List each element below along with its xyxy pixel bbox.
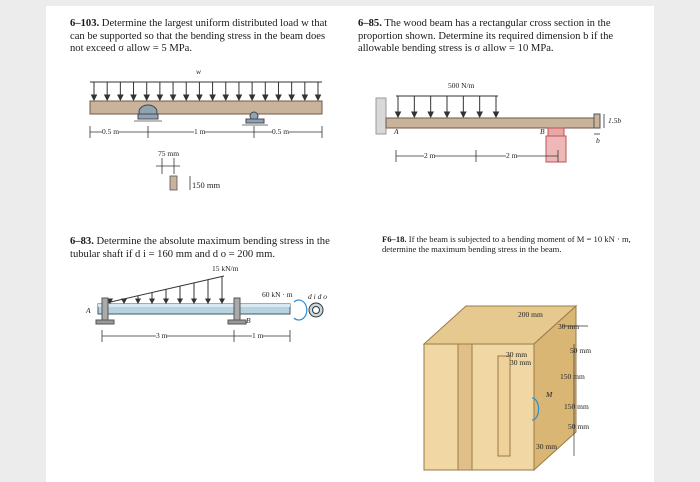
figure-6-85 xyxy=(375,95,605,163)
load-label-w: w xyxy=(196,67,202,76)
arrow-head xyxy=(143,94,151,102)
problem-number: 6–83. xyxy=(70,236,94,247)
arrow-head xyxy=(218,298,226,305)
arrow-head xyxy=(156,94,164,102)
problem-6-83: 6–83. Determine the absolute maximum ben… xyxy=(70,236,360,261)
point-a-label: A xyxy=(86,306,91,315)
problem-number: F6–18. xyxy=(382,234,407,244)
arrow-head xyxy=(248,94,256,102)
arrow-head xyxy=(394,111,402,119)
moment-m-label: M xyxy=(546,390,553,399)
dim-label-right: 0.5 m xyxy=(272,127,290,136)
arrow-head xyxy=(476,111,483,119)
arrow-head xyxy=(90,94,98,102)
arrow-head xyxy=(261,94,269,102)
arrow-head xyxy=(120,298,128,305)
arrow-head xyxy=(209,94,216,102)
arrow-head xyxy=(130,94,137,102)
dim-30mm-top: 30 mm xyxy=(558,322,580,331)
arrow-head xyxy=(427,111,434,119)
dim-50mm-b: 50 mm xyxy=(568,422,590,431)
arrow-head xyxy=(106,298,114,305)
dim-1m: 1 m xyxy=(252,331,264,340)
figure-f6-18 xyxy=(422,304,588,472)
dim-2m-right: 2 m xyxy=(506,151,518,160)
dim-200mm: 200 mm xyxy=(518,310,543,319)
arrow-head xyxy=(204,298,212,305)
arrow-head xyxy=(492,111,500,119)
arrow-head xyxy=(222,94,230,102)
arrow-head xyxy=(117,94,124,102)
load-label-500: 500 N/m xyxy=(448,81,475,90)
arrow-head xyxy=(275,94,282,102)
arrow-head xyxy=(314,94,322,102)
dim-2m-left: 2 m xyxy=(424,151,436,160)
point-a-label: A xyxy=(394,127,399,136)
load-label-15: 15 kN/m xyxy=(212,264,239,273)
arrow-head xyxy=(288,94,295,102)
problem-number: 6–85. xyxy=(358,18,382,29)
arrow-head xyxy=(182,94,190,102)
dim-label-left: 0.5 m xyxy=(102,127,120,136)
section-height-label: 150 mm xyxy=(192,180,221,190)
section-b-label: b xyxy=(596,136,600,145)
dim-150mm-b: 150 mm xyxy=(564,402,589,411)
section-h-label: 1.5b xyxy=(608,116,622,125)
arrow-head xyxy=(176,298,184,305)
figure-6-83 xyxy=(95,275,324,342)
dim-50mm-a: 50 mm xyxy=(570,346,592,355)
problem-text: If the beam is subjected to a bending mo… xyxy=(382,234,631,255)
arrow-head xyxy=(235,94,243,102)
arrow-head xyxy=(103,94,111,102)
arrow-head xyxy=(148,298,156,305)
arrow-head xyxy=(169,94,177,102)
dim-3m: 3 m xyxy=(156,331,168,340)
arrow-head xyxy=(411,111,418,119)
problem-number: 6–103. xyxy=(70,18,100,29)
point-b-label: B xyxy=(540,127,545,136)
figure-6-103 xyxy=(89,81,605,472)
arrow-head xyxy=(162,298,170,305)
problem-6-103: 6–103. Determine the largest uniform dis… xyxy=(70,18,340,56)
moment-label: 60 kN · m xyxy=(262,290,293,299)
problem-6-85: 6–85. The wood beam has a rectangular cr… xyxy=(358,18,644,56)
problem-text: Determine the absolute maximum bending s… xyxy=(70,236,330,260)
dim-30mm-a: 30 mm xyxy=(506,350,528,359)
dim-label-middle: 1 m xyxy=(194,127,206,136)
diam-label: d i d o xyxy=(308,292,327,301)
arrow-head xyxy=(196,94,203,102)
dim-150mm-a: 150 mm xyxy=(560,372,585,381)
arrow-head xyxy=(190,298,198,305)
section-width-label: 75 mm xyxy=(158,149,180,158)
point-b-label: B xyxy=(246,316,251,325)
problem-text: Determine the largest uniform distribute… xyxy=(70,18,328,55)
dim-30mm-b: 30 mm xyxy=(510,358,532,367)
problem-f6-18: F6–18. If the beam is subjected to a ben… xyxy=(382,234,632,254)
arrow-head xyxy=(134,298,142,305)
arrow-head xyxy=(460,111,467,119)
problem-text: The wood beam has a rectangular cross se… xyxy=(358,18,614,55)
roller-support xyxy=(242,111,268,126)
arrow-head xyxy=(301,94,309,102)
textbook-page: 6–103. Determine the largest uniform dis… xyxy=(46,6,654,482)
pin-support xyxy=(134,104,162,122)
arrow-head xyxy=(443,111,451,119)
dim-30mm-bottom: 30 mm xyxy=(536,442,558,451)
